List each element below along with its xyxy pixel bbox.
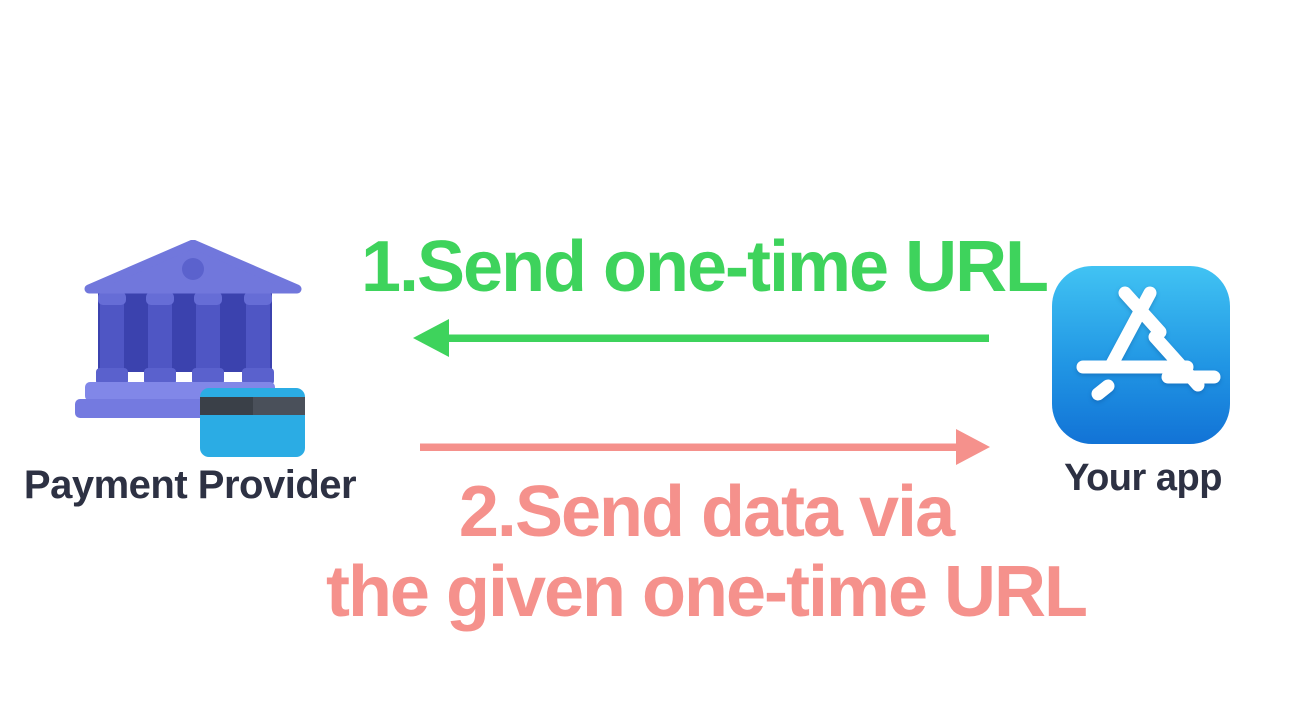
step1-label: 1.Send one-time URL — [360, 227, 1049, 307]
step2-label-line2: the given one-time URL — [325, 552, 1088, 632]
bank-wall — [98, 290, 272, 372]
step2-label: 2.Send data via the given one-time URL — [325, 472, 1088, 632]
left-arrow — [413, 319, 989, 357]
payment-provider-label: Payment Provider — [23, 463, 357, 507]
right-arrow-shaft — [420, 443, 958, 451]
right-arrow-head — [956, 429, 990, 465]
bank-credit-card-icon — [75, 240, 305, 457]
your-app-label: Your app — [1064, 457, 1222, 499]
step2-label-line1: 2.Send data via — [458, 472, 955, 552]
app-store-glyph — [1076, 286, 1221, 401]
credit-card-icon — [200, 388, 305, 457]
right-arrow — [420, 429, 990, 465]
glyph-comma — [1091, 379, 1115, 401]
left-arrow-shaft — [444, 334, 989, 342]
app-store-icon — [1052, 266, 1230, 444]
bank-pediment-dot — [182, 258, 204, 280]
glyph-upper-right — [1118, 286, 1167, 339]
left-arrow-head — [413, 319, 449, 357]
